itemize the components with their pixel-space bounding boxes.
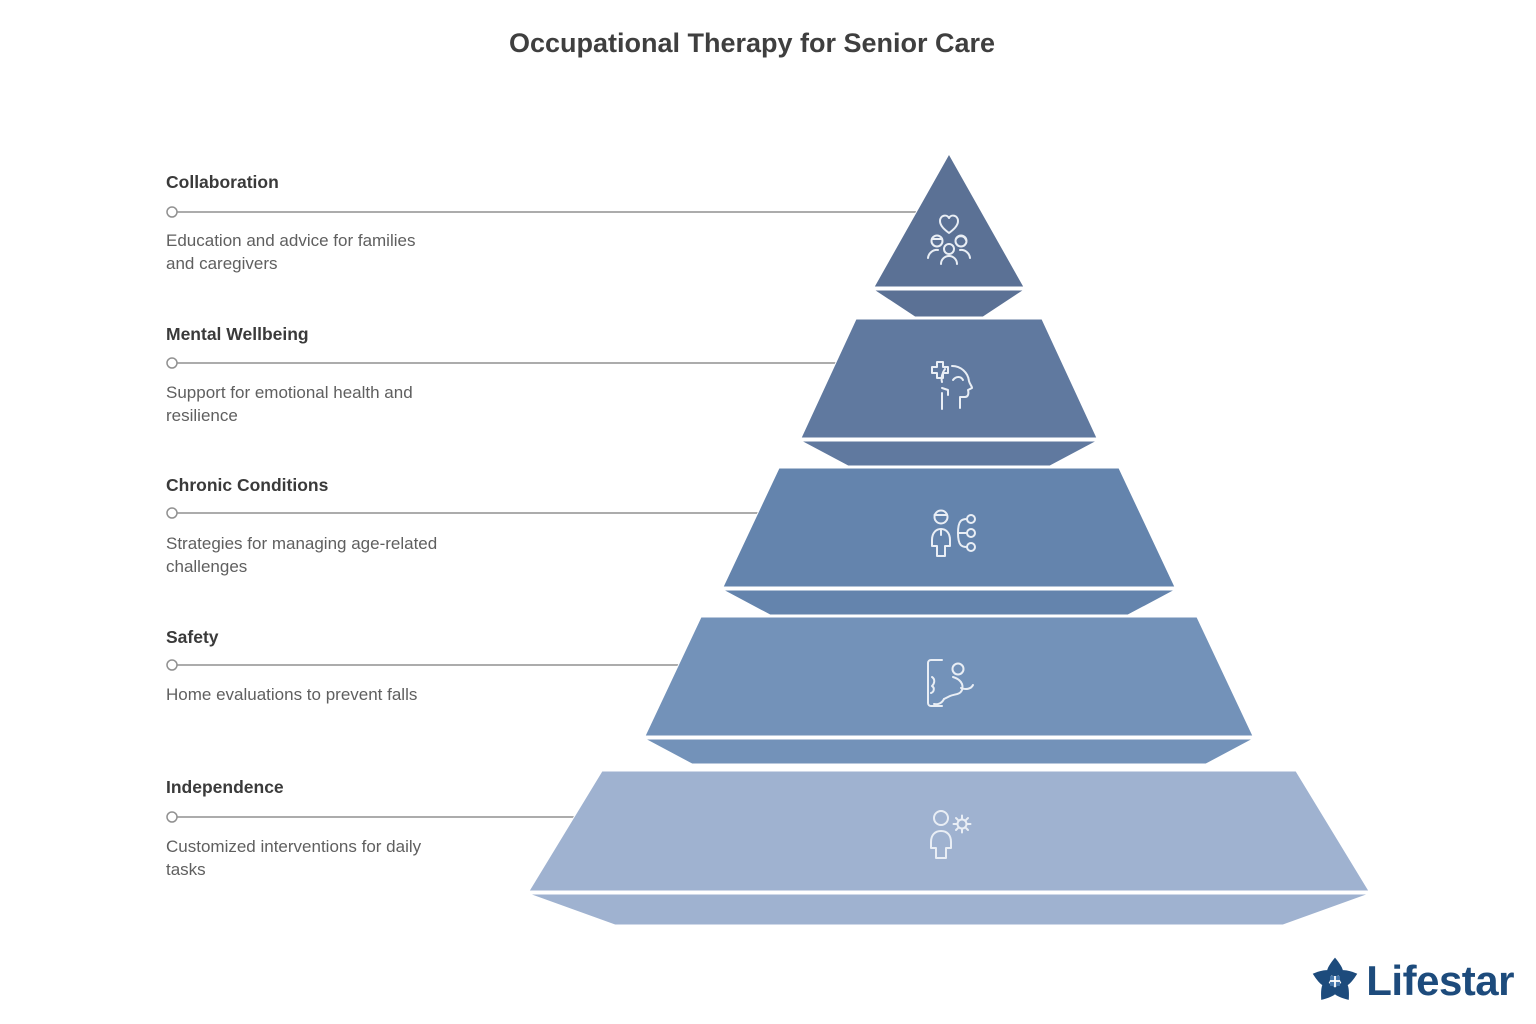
- pyramid-level-1-face: [873, 152, 1025, 288]
- level-2-label: Mental Wellbeing: [166, 324, 309, 344]
- level-3-label: Chronic Conditions: [166, 475, 329, 495]
- connector-1: [166, 206, 930, 218]
- page-title: Occupational Therapy for Senior Care: [508, 28, 996, 58]
- lifestar-logo-text: Lifestar: [1366, 957, 1514, 1004]
- level-1-label: Collaboration: [166, 172, 279, 192]
- connector-3: [166, 507, 785, 519]
- level-1-description: Education and advice for families and ca…: [166, 231, 416, 273]
- level-5-label: Independence: [166, 777, 284, 797]
- pyramid-level-2-face: [800, 318, 1098, 439]
- person-gear-icon: [930, 810, 972, 859]
- pyramid-level-3-face: [722, 467, 1176, 588]
- connector-dot: [166, 659, 178, 671]
- person-options-icon: [931, 509, 976, 557]
- connector-5: [166, 811, 600, 823]
- pyramid-level-5-face: [528, 770, 1370, 892]
- connector-dot: [166, 811, 178, 823]
- level-2-description: Support for emotional health and resilie…: [166, 383, 413, 425]
- connector-4: [166, 659, 710, 671]
- pyramid-level-4-base: [644, 738, 1254, 765]
- pyramid-level-3-base: [722, 589, 1176, 616]
- lifestar-star-icon: [1313, 957, 1358, 1000]
- pyramid-level-5-base: [528, 893, 1370, 926]
- connector-2: [166, 357, 860, 369]
- door-fall-icon: [927, 659, 974, 707]
- level-4-description: Home evaluations to prevent falls: [166, 685, 418, 704]
- connector-dot: [166, 507, 178, 519]
- connector-lines: [166, 206, 930, 823]
- level-3-description: Strategies for managing age-related chal…: [166, 534, 438, 576]
- level-5-description: Customized interventions for daily tasks: [166, 837, 422, 879]
- connector-dot: [166, 357, 178, 369]
- pyramid-level-2-base: [800, 440, 1098, 467]
- pyramid-level-1-base: [872, 289, 1026, 318]
- pyramid-level-4-face: [644, 616, 1254, 737]
- connector-dot: [166, 206, 178, 218]
- family-heart-icon: [927, 214, 971, 265]
- lifestar-logo: Lifestar: [1308, 954, 1514, 1008]
- level-4-label: Safety: [166, 627, 219, 647]
- head-plus-icon: [931, 361, 973, 410]
